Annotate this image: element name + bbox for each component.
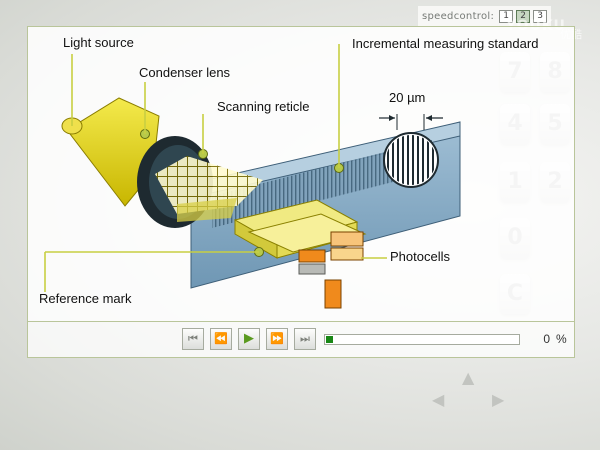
label-photocells: Photocells — [390, 249, 450, 264]
rewind-icon: ⏪ — [214, 332, 228, 345]
fast-forward-button[interactable]: ⏩ — [266, 328, 288, 350]
photocells — [298, 231, 364, 309]
skip-end-icon: ⏭ — [300, 332, 310, 345]
speed-control: speedcontrol: 1 2 3 — [418, 6, 552, 26]
progress-value: 0 — [543, 332, 550, 346]
progress-fill — [326, 336, 333, 343]
rewind-button[interactable]: ⏪ — [210, 328, 232, 350]
label-incremental-standard: Incremental measuring standard — [352, 36, 538, 51]
label-condenser-lens: Condenser lens — [139, 65, 231, 80]
magnifier-lines — [386, 135, 436, 185]
skip-to-end-button[interactable]: ⏭ — [294, 328, 316, 350]
label-light-source: Light source — [63, 35, 134, 50]
graduation-band — [212, 140, 432, 228]
speed-option-2[interactable]: 2 — [516, 9, 531, 23]
label-scanning-reticle: Scanning reticle — [217, 99, 310, 114]
speed-control-label: speedcontrol: — [422, 10, 495, 22]
skip-start-icon: ⏮ — [188, 332, 198, 345]
arrow-left-icon: ◀ — [432, 390, 445, 409]
fast-forward-icon: ⏩ — [270, 332, 284, 345]
arrow-right-icon: ▶ — [492, 390, 505, 409]
label-reference-mark: Reference mark — [39, 291, 132, 306]
background-arrow-keys: ▲ ◀ ▶ — [420, 360, 530, 420]
arrow-up-icon: ▲ — [462, 368, 475, 387]
speed-option-1[interactable]: 1 — [499, 9, 514, 23]
skip-to-start-button[interactable]: ⏮ — [182, 328, 204, 350]
play-icon: ▶ — [244, 331, 254, 346]
label-scale-detail: 20 µm — [389, 90, 425, 105]
play-button[interactable]: ▶ — [238, 328, 260, 350]
encoder-diagram: Light source Condenser lens Scanning ret… — [39, 35, 538, 309]
speed-option-3[interactable]: 3 — [533, 9, 548, 23]
progress-bar[interactable] — [324, 334, 520, 345]
progress-unit: % — [556, 332, 567, 346]
player-controls: ⏮ ⏪ ▶ ⏩ ⏭ 0 % — [27, 322, 575, 358]
